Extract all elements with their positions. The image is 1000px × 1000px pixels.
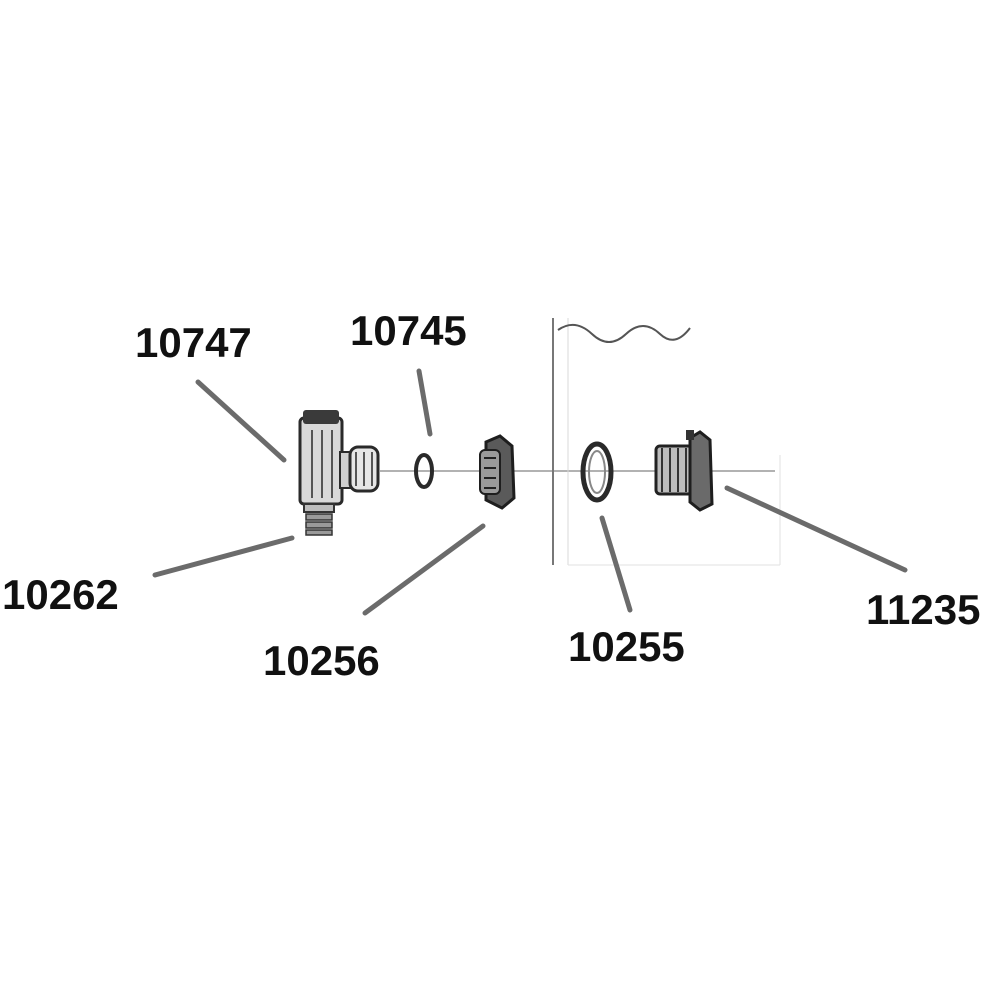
part-number-10745: 10745 [350,307,467,354]
leader-10262 [152,535,295,578]
part-11235-wall-fitting [654,430,714,512]
leader-11235 [724,485,908,573]
pool-wall [552,318,781,566]
part-number-11235: 11235 [866,586,981,633]
part-10747-t-fitting [298,410,380,506]
part-10256-lock-nut [479,434,516,510]
part-number-10747: 10747 [135,319,252,366]
part-number-10256: 10256 [263,637,380,684]
part-10745-o-ring [414,453,434,489]
water-surface [557,323,691,343]
part-10255-gasket [580,441,614,503]
part-10262-strainer [303,503,335,536]
part-number-10262: 10262 [2,571,119,618]
leader-lines [152,368,908,616]
leader-10256 [362,523,486,616]
part-number-10255: 10255 [568,623,685,670]
leader-10747 [195,379,287,463]
leader-10255 [599,515,633,613]
leader-10745 [416,368,433,437]
